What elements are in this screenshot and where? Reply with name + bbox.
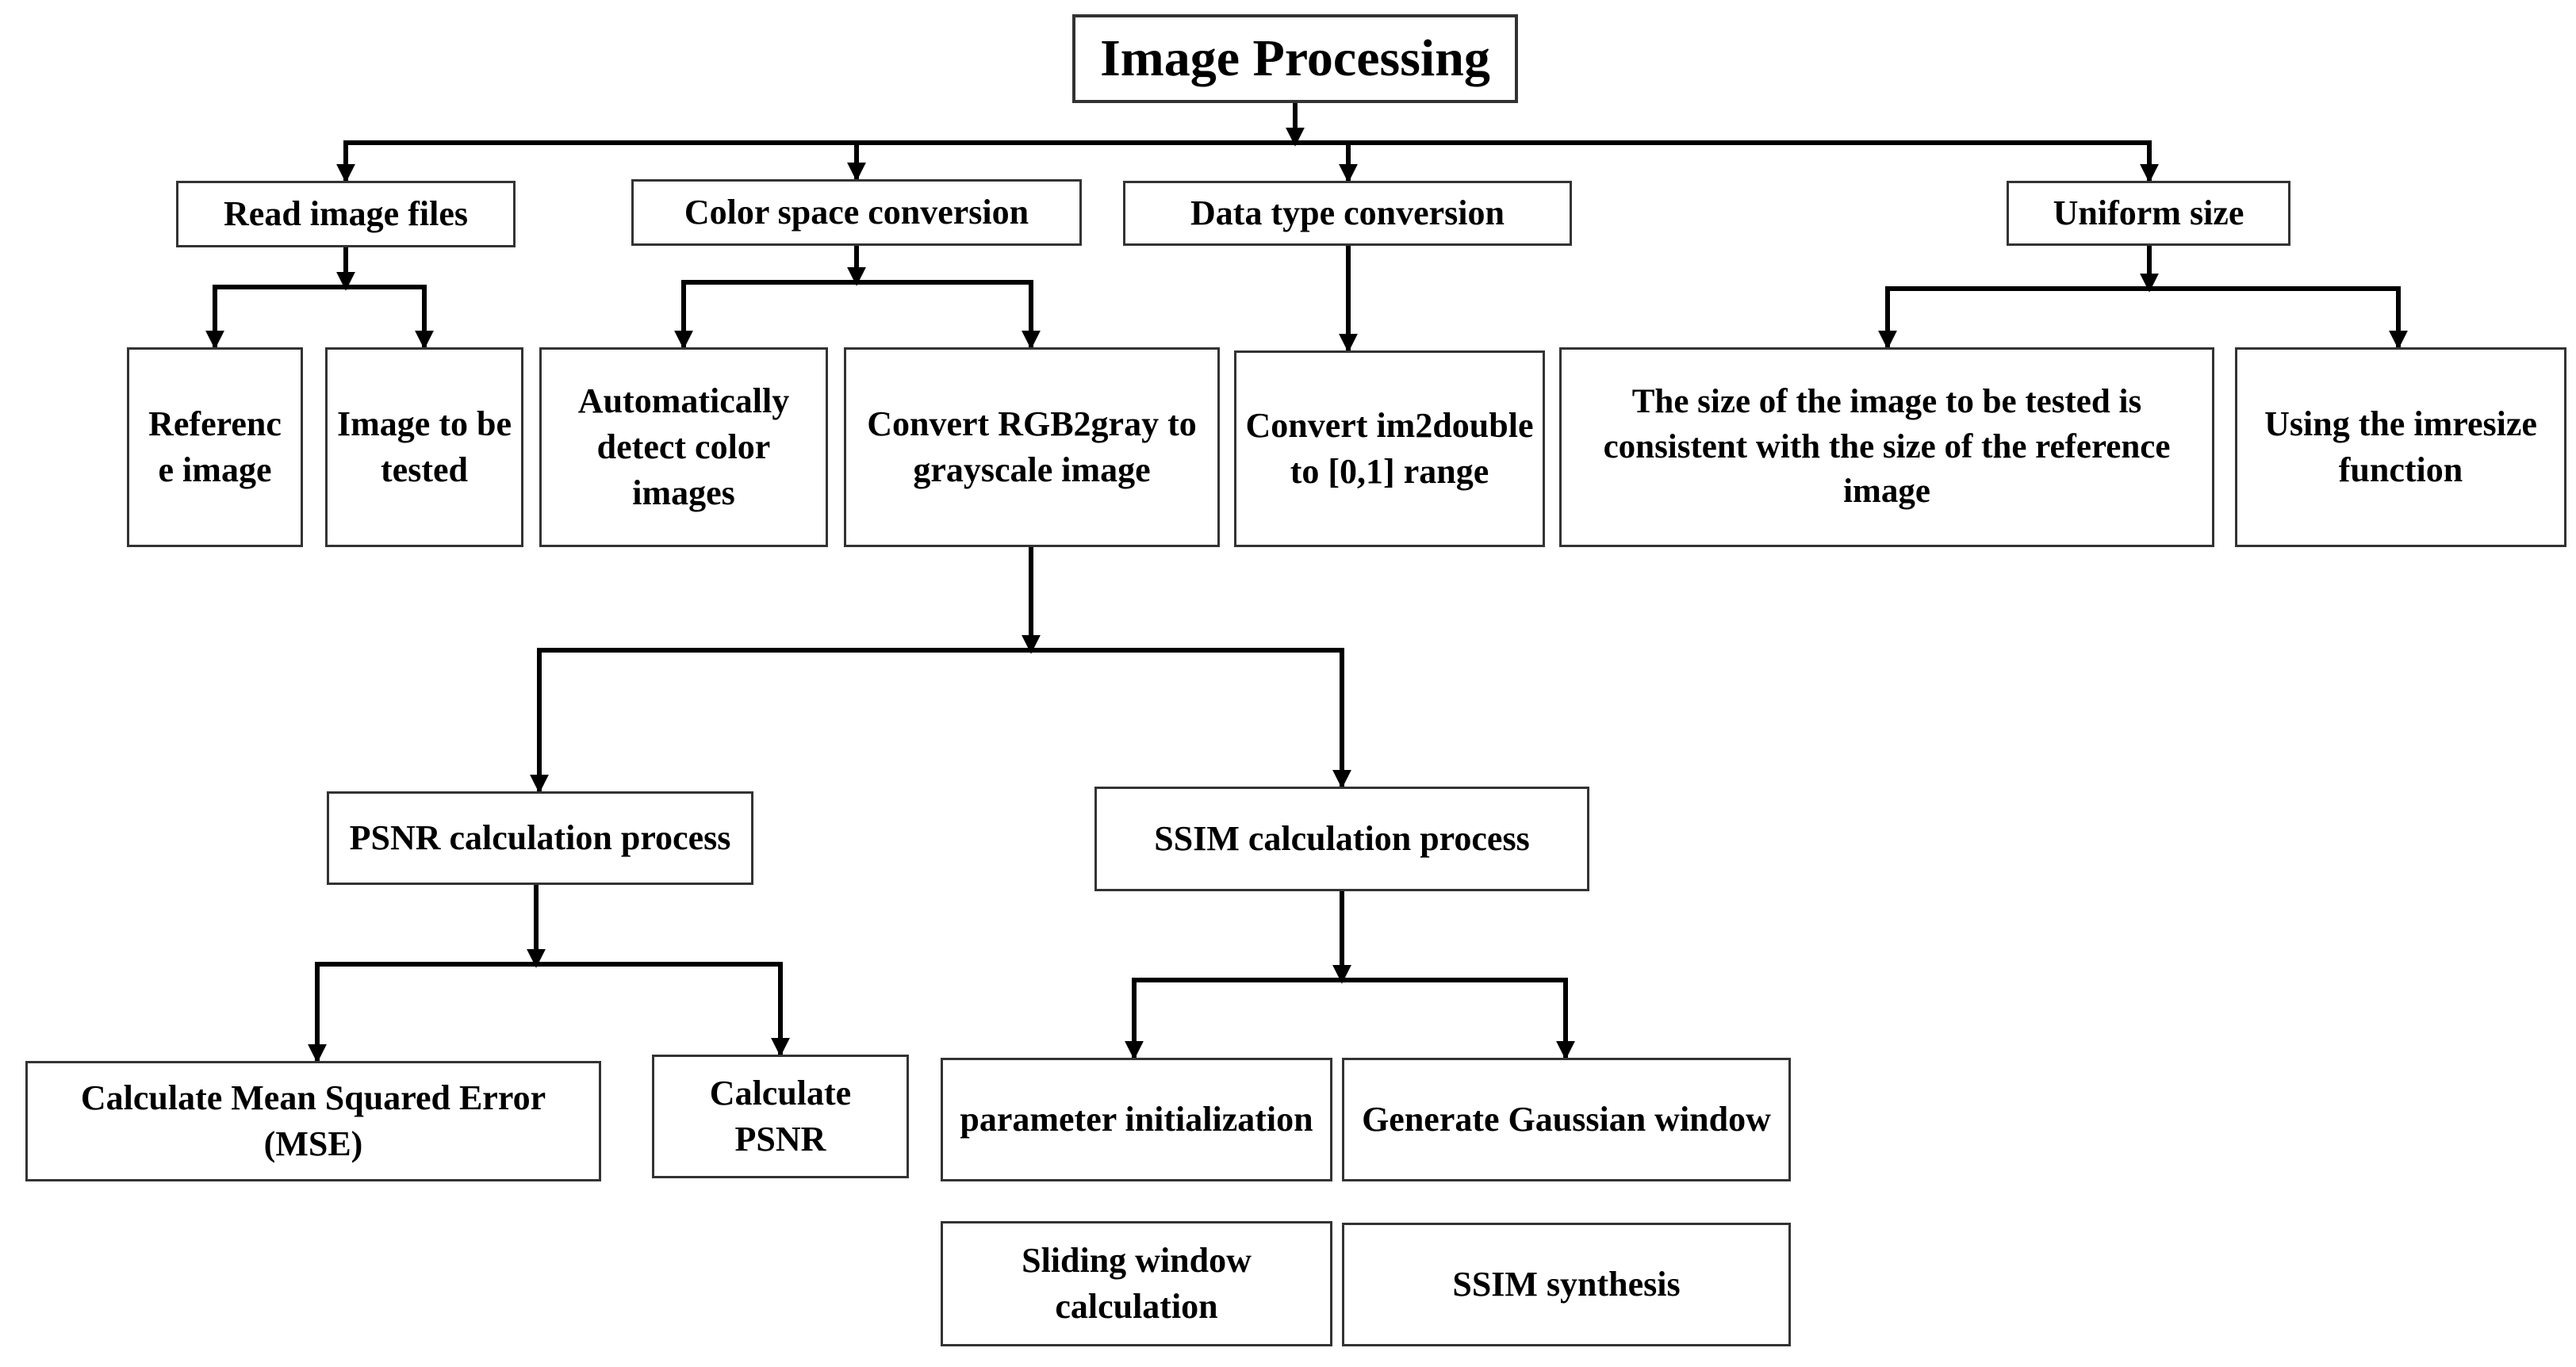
node-convert-rgb2gray: Convert RGB2gray to grayscale image bbox=[844, 347, 1220, 547]
node-size-consistent: The size of the image to be tested is co… bbox=[1559, 347, 2214, 547]
node-data-type-conversion: Data type conversion bbox=[1123, 181, 1572, 246]
node-reference-image: Referenc e image bbox=[127, 347, 303, 547]
node-ssim-process: SSIM calculation process bbox=[1094, 787, 1589, 891]
node-color-space-conversion: Color space conversion bbox=[631, 179, 1082, 246]
root-node: Image Processing bbox=[1072, 14, 1518, 103]
node-gaussian-window: Generate Gaussian window bbox=[1342, 1058, 1791, 1181]
node-calculate-mse: Calculate Mean Squared Error (MSE) bbox=[25, 1061, 601, 1181]
node-automatically-detect: Automatically detect color images bbox=[539, 347, 828, 547]
node-ssim-synthesis: SSIM synthesis bbox=[1342, 1223, 1791, 1346]
node-uniform-size: Uniform size bbox=[2007, 181, 2290, 246]
node-convert-im2double: Convert im2double to [0,1] range bbox=[1234, 350, 1545, 547]
node-imresize: Using the imresize function bbox=[2235, 347, 2566, 547]
node-read-image-files: Read image files bbox=[176, 181, 516, 247]
node-psnr-process: PSNR calculation process bbox=[327, 791, 753, 885]
node-image-to-be-tested: Image to be tested bbox=[325, 347, 523, 547]
node-parameter-initialization: parameter initialization bbox=[941, 1058, 1332, 1181]
node-calculate-psnr: Calculate PSNR bbox=[652, 1055, 909, 1178]
node-sliding-window: Sliding window calculation bbox=[941, 1221, 1332, 1346]
